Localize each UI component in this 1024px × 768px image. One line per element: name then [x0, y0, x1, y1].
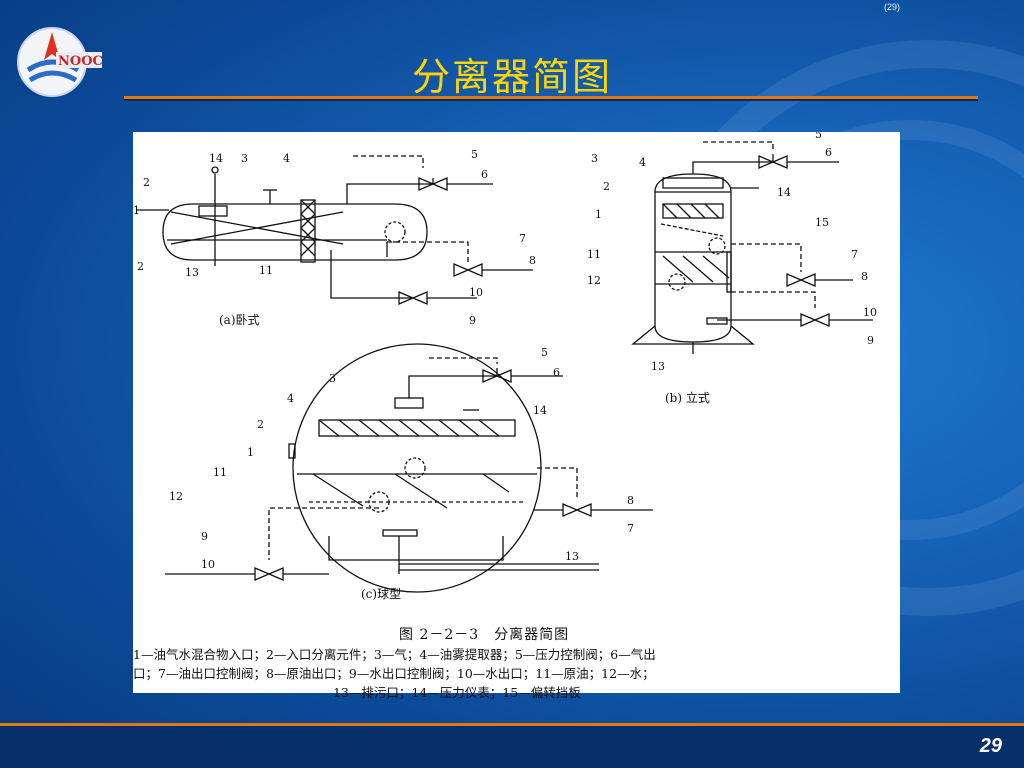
- label-c-9: 8: [627, 494, 634, 507]
- label-b-15: 13: [651, 360, 665, 373]
- label-a-13: 10: [469, 286, 483, 299]
- separator-figure: 14 3 4 5 6 2 1 7 8 2 13 11 10 9 (a)卧式: [133, 132, 900, 700]
- page-number: 29: [979, 735, 1002, 757]
- label-a-5: 6: [481, 168, 488, 181]
- label-a-2: 3: [241, 152, 248, 165]
- label-b-10: 7: [851, 248, 858, 261]
- label-b-11: 8: [861, 270, 868, 283]
- slide-top-number: (29): [884, 2, 901, 12]
- footer-divider: [0, 723, 1024, 726]
- horizontal-labels: 14 3 4 5 6 2 1 7 8 2 13 11 10 9 (a)卧式: [133, 148, 536, 327]
- label-a-12: 11: [259, 264, 273, 277]
- label-b-8: 15: [815, 216, 829, 229]
- label-b-4: 4: [639, 156, 646, 169]
- legend-line-2: 口；7—油出口控制阀；8—原油出口；9—水出口控制阀；10—水出口；11—原油；…: [133, 666, 655, 681]
- label-a-14: 9: [469, 314, 476, 327]
- legend-line-3: 13—排污口；14—压力仪表；15—偏转挡板: [333, 685, 581, 700]
- label-b-5: 2: [603, 180, 610, 193]
- label-b-3: 6: [825, 146, 832, 159]
- label-c-13: 10: [201, 558, 215, 571]
- label-a-8: 7: [519, 232, 526, 245]
- label-a-7: 1: [133, 204, 140, 217]
- spherical-labels: 5 3 6 4 14 2 1 11 8 12 7 9 10 13 (c)球型: [169, 346, 634, 601]
- label-a-11: 13: [185, 266, 199, 279]
- slide-title: 分离器简图: [411, 55, 612, 99]
- label-b-6: 14: [777, 186, 791, 199]
- caption-a: (a)卧式: [219, 313, 260, 327]
- title-divider: [124, 96, 978, 99]
- label-c-7: 1: [247, 446, 254, 459]
- figure-caption: 图 2－2－3 分离器简图: [399, 627, 570, 643]
- footer-band: [0, 726, 1024, 768]
- cnooc-logo-icon: NOOC: [17, 27, 103, 97]
- spherical-separator: [165, 343, 653, 593]
- label-c-4: 4: [287, 392, 294, 405]
- label-b-12: 12: [587, 274, 601, 287]
- title-divider-shadow: [124, 99, 978, 101]
- label-a-6: 2: [143, 176, 150, 189]
- label-b-7: 1: [595, 208, 602, 221]
- vertical-separator: [631, 141, 873, 354]
- label-b-14: 9: [867, 334, 874, 347]
- label-c-14: 13: [565, 550, 579, 563]
- caption-c: (c)球型: [361, 587, 401, 601]
- vertical-labels: 3 5 6 4 2 14 1 15 11 7 8 12 10 9 13 (b) …: [587, 132, 877, 405]
- caption-b: (b) 立式: [665, 390, 710, 405]
- label-a-3: 4: [283, 152, 290, 165]
- label-b-13: 10: [863, 306, 877, 319]
- label-c-5: 14: [533, 404, 547, 417]
- label-c-12: 9: [201, 530, 208, 543]
- label-a-10: 2: [137, 260, 144, 273]
- label-c-8: 11: [213, 466, 227, 479]
- label-b-1: 3: [591, 152, 598, 165]
- label-a-4: 5: [471, 148, 478, 161]
- label-b-2: 5: [815, 132, 822, 141]
- horizontal-separator: [137, 155, 533, 305]
- separator-diagram: 14 3 4 5 6 2 1 7 8 2 13 11 10 9 (a)卧式: [133, 132, 877, 601]
- label-a-1: 14: [209, 152, 223, 165]
- label-c-3: 6: [553, 366, 560, 379]
- label-a-9: 8: [529, 254, 536, 267]
- legend-line-1: 1—油气水混合物入口；2—入口分离元件；3—气；4—油雾提取器；5—压力控制阀；…: [133, 647, 656, 662]
- label-c-1: 5: [541, 346, 548, 359]
- label-c-10: 12: [169, 490, 183, 503]
- label-c-2: 3: [329, 372, 336, 385]
- label-b-9: 11: [587, 248, 601, 261]
- label-c-11: 7: [627, 522, 634, 535]
- label-c-6: 2: [257, 418, 264, 431]
- logo-text: NOOC: [58, 54, 103, 69]
